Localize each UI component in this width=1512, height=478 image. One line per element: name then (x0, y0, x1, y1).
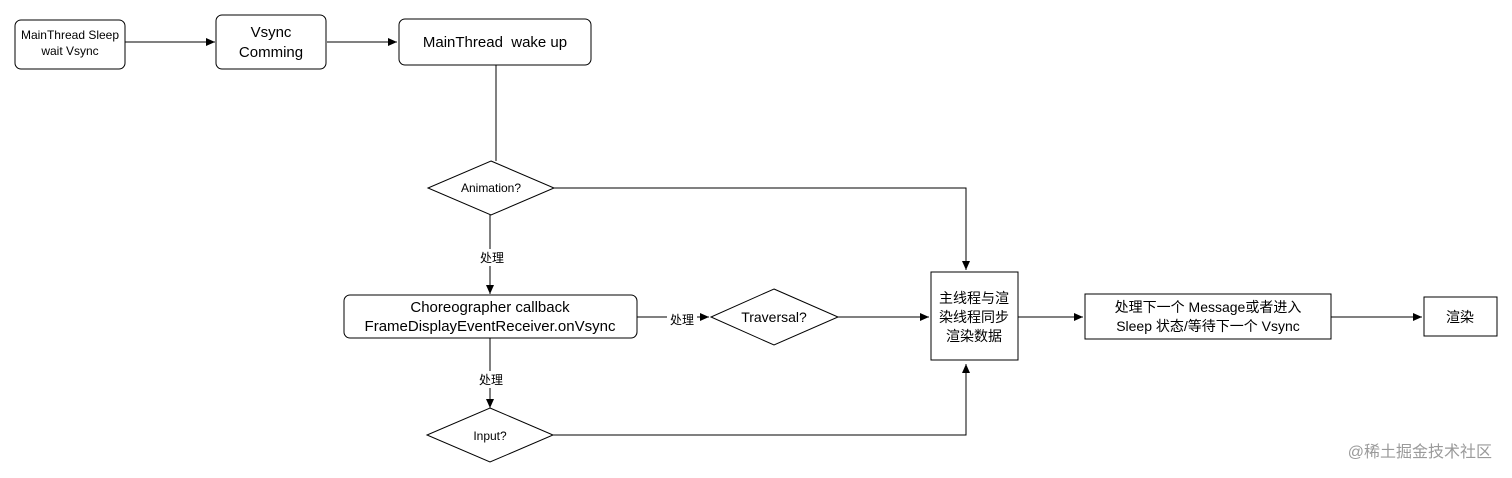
node-input-label: Input? (473, 429, 507, 443)
node-animation-decision: Animation? (426, 160, 556, 216)
node-mainthread-sleep: MainThread Sleep wait Vsync (14, 19, 126, 70)
node-mainthread-wake: MainThread wake up (398, 18, 592, 66)
edge-animation-to-sync (554, 187, 970, 270)
node-choreographer-line-2: FrameDisplayEventReceiver.onVsync (365, 318, 616, 335)
edge-input-to-sync (553, 364, 970, 436)
node-next-message: 处理下一个 Message或者进入 Sleep 状态/等待下一个 Vsync (1084, 293, 1332, 340)
edge-label-choreographer-traversal: 处理 (670, 313, 694, 327)
node-render-label: 渲染 (1446, 309, 1474, 325)
node-next-line-1: 处理下一个 Message或者进入 (1115, 299, 1302, 315)
node-render: 渲染 (1423, 296, 1498, 337)
edge-label-animation-choreographer: 处理 (480, 251, 504, 265)
node-next-line-2: Sleep 状态/等待下一个 Vsync (1116, 318, 1300, 334)
node-traversal-label: Traversal? (741, 309, 807, 325)
edge-labels: 处理 处理 处理 (476, 249, 697, 388)
edge-label-choreographer-input: 处理 (479, 373, 503, 387)
node-animation-label: Animation? (461, 181, 521, 195)
node-choreographer: Choreographer callback FrameDisplayEvent… (343, 294, 638, 339)
node-vsync-line-2: Comming (239, 44, 303, 61)
node-mainthread-sleep-line-1: MainThread Sleep (21, 28, 119, 42)
node-sync-line-3: 渲染数据 (946, 328, 1002, 344)
node-choreographer-line-1: Choreographer callback (410, 299, 570, 316)
node-vsync-comming: Vsync Comming (215, 14, 327, 70)
node-mainthread-sleep-line-2: wait Vsync (40, 44, 98, 58)
node-thread-sync: 主线程与渲 染线程同步 渲染数据 (930, 271, 1019, 361)
node-input-decision: Input? (425, 407, 555, 463)
node-sync-line-1: 主线程与渲 (939, 290, 1009, 306)
node-wake-line-1: MainThread wake up (423, 34, 567, 51)
node-sync-line-2: 染线程同步 (939, 309, 1009, 325)
watermark: @稀土掘金技术社区 (1348, 443, 1492, 461)
node-vsync-line-1: Vsync (251, 24, 292, 41)
edges (125, 38, 1422, 436)
node-traversal-decision: Traversal? (709, 288, 840, 346)
